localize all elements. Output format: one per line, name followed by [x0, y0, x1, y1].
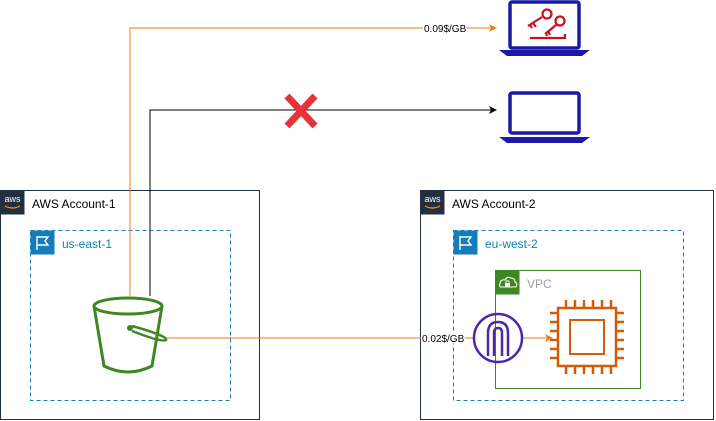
region-1-label: us-east-1: [62, 237, 112, 251]
aws-account-2-box: [420, 190, 714, 420]
region-flag-icon: [30, 230, 55, 255]
region-eu-west-2-box: [453, 230, 684, 401]
account-1-title: AWS Account-1: [32, 197, 116, 211]
key-icon: [527, 8, 567, 40]
account-2-title: AWS Account-2: [452, 197, 536, 211]
region-2-label: eu-west-2: [485, 237, 538, 251]
vpc-label: VPC: [527, 277, 552, 291]
laptop-with-keys-icon: [499, 0, 590, 56]
edge-s3-to-internet-laptop: [129, 24, 497, 296]
vpc-cloud-lock-icon: [495, 270, 520, 295]
aws-account-1-group: aws AWS Account-1 us-east-1: [0, 190, 260, 420]
aws-logo-text: aws: [424, 194, 441, 204]
aws-logo-icon: aws: [420, 190, 445, 215]
edge-s3-to-denied-laptop: [149, 106, 497, 296]
aws-logo-text: aws: [4, 194, 21, 204]
laptop-icon: [499, 91, 590, 143]
region-flag-icon: [453, 230, 478, 255]
aws-logo-icon: aws: [0, 190, 25, 215]
s3-bucket-icon: [92, 296, 168, 374]
ec2-instance-icon: [550, 300, 624, 374]
cross-region-cost-label: 0.02$/GB: [422, 334, 465, 345]
denied-x-icon: [284, 93, 318, 129]
internet-cost-label: 0.09$/GB: [424, 24, 467, 35]
vpc-endpoint-icon: [472, 312, 524, 364]
